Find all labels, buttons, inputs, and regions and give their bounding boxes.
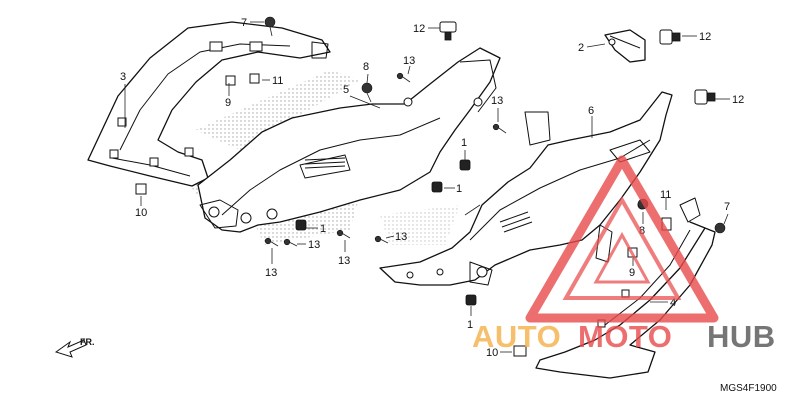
callouts: 1 1 1 1 2 3 4 5 6 7 7 8 8 9 9 10 10 11 1…	[120, 17, 744, 359]
callout-3: 3	[120, 71, 126, 83]
callout-2: 2	[578, 42, 584, 54]
callout-9: 9	[629, 267, 635, 279]
screw-7-a	[264, 16, 276, 37]
callout-13: 13	[265, 267, 277, 279]
clip-12-a	[439, 21, 457, 41]
callout-10: 10	[135, 207, 147, 219]
arrow-icon	[54, 339, 87, 358]
direction-label: FR.	[80, 337, 95, 347]
bolt-8-a	[361, 82, 373, 103]
side-vent	[499, 211, 533, 233]
callout-1: 1	[467, 319, 473, 331]
callout-11: 11	[272, 75, 283, 87]
callout-13: 13	[338, 255, 350, 267]
screw-7-b	[714, 222, 726, 234]
screws-13	[264, 72, 507, 247]
drawing-code: MGS4F1900	[720, 383, 777, 394]
part-2-bracket	[604, 29, 646, 63]
watermark-triangle	[525, 155, 719, 323]
callout-1: 1	[461, 137, 467, 149]
callout-7: 7	[241, 17, 247, 29]
nut-10-a	[135, 183, 147, 195]
callout-12: 12	[699, 31, 711, 43]
callout-10: 10	[486, 347, 498, 359]
callout-6: 6	[588, 105, 594, 117]
part-3-upper-cover	[87, 21, 331, 187]
watermark-logo: AUTO MOTO HUB	[472, 155, 776, 354]
callout-13: 13	[395, 231, 407, 243]
callout-13: 13	[403, 55, 415, 67]
nut-11-a	[249, 73, 260, 84]
vent-grille	[304, 157, 346, 169]
callout-5: 5	[343, 84, 349, 96]
callout-4: 4	[670, 297, 676, 309]
grommet-1-b	[431, 181, 443, 193]
part-6-side-cover	[379, 91, 673, 286]
nut-10-b	[513, 345, 527, 357]
callout-1: 1	[456, 183, 462, 195]
grommet-1-c	[295, 219, 307, 231]
callout-13: 13	[491, 95, 503, 107]
grommet-1-d	[465, 294, 477, 306]
fasteners	[135, 16, 726, 357]
watermark-auto: AUTO	[472, 319, 561, 354]
callout-13: 13	[308, 239, 320, 251]
direction-arrow: FR.	[54, 337, 95, 358]
callout-8: 8	[363, 61, 369, 73]
grommet-1-a	[459, 159, 471, 171]
clip-12-c	[694, 89, 716, 105]
callout-11: 11	[660, 189, 671, 201]
nut-9-a	[225, 75, 236, 86]
callout-12: 12	[732, 94, 744, 106]
part-5-inner-panel	[197, 47, 501, 233]
leader-lines	[124, 21, 730, 353]
callout-7: 7	[724, 201, 730, 213]
callout-8: 8	[639, 225, 645, 237]
watermark-hub: HUB	[707, 319, 776, 354]
callout-1: 1	[320, 223, 326, 235]
watermark-moto: MOTO	[578, 319, 672, 354]
callout-12: 12	[413, 23, 425, 35]
clip-12-b	[659, 29, 681, 45]
callout-9: 9	[225, 97, 231, 109]
